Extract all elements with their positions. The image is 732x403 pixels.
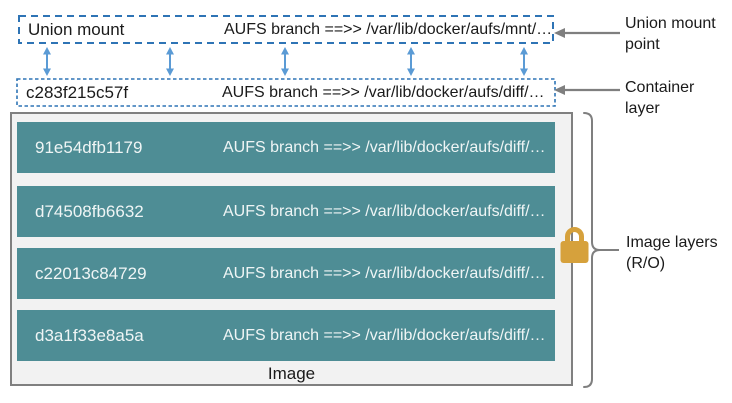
image-layer-row: c22013c84729 AUFS branch ==>> /var/lib/d… <box>17 248 555 299</box>
left-arrow-icon <box>554 85 620 95</box>
union-mount-label: Union mount <box>28 19 125 39</box>
image-layers-label: Image layers (R/O) <box>626 234 718 272</box>
layer-branch-path: AUFS branch ==>> /var/lib/docker/aufs/di… <box>223 326 546 344</box>
image-layer-row: d74508fb6632 AUFS branch ==>> /var/lib/d… <box>17 186 555 237</box>
union-mount-box: Union mount AUFS branch ==>> /var/lib/do… <box>18 15 554 44</box>
layer-id: c22013c84729 <box>35 263 147 283</box>
layer-id: d74508fb6632 <box>35 201 144 221</box>
up-down-arrow-icon <box>43 47 51 76</box>
layer-branch-path: AUFS branch ==>> /var/lib/docker/aufs/di… <box>223 138 546 156</box>
up-down-arrow-icon <box>407 47 415 76</box>
container-layer-label: Container layer <box>625 79 695 117</box>
layer-id: d3a1f33e8a5a <box>35 325 144 345</box>
right-curly-brace <box>583 112 619 388</box>
container-branch-path: AUFS branch ==>> /var/lib/docker/aufs/di… <box>222 83 545 101</box>
union-mount-point-label: Union mount point <box>625 15 716 53</box>
image-layer-row: d3a1f33e8a5a AUFS branch ==>> /var/lib/d… <box>17 310 555 361</box>
left-arrow-icon <box>554 28 620 38</box>
lock-icon <box>560 227 589 263</box>
container-layer-id: c283f215c57f <box>26 82 129 102</box>
up-down-arrow-icon <box>281 47 289 76</box>
union-mount-branch-path: AUFS branch ==>> /var/lib/docker/aufs/mn… <box>224 20 553 38</box>
container-layer-box: c283f215c57f AUFS branch ==>> /var/lib/d… <box>16 78 556 107</box>
up-down-arrow-icon <box>520 47 528 76</box>
image-layer-row: 91e54dfb1179 AUFS branch ==>> /var/lib/d… <box>17 122 555 173</box>
image-caption: Image <box>267 364 316 383</box>
dashed-border <box>18 15 554 44</box>
dashed-border <box>16 78 556 107</box>
layer-branch-path: AUFS branch ==>> /var/lib/docker/aufs/di… <box>223 264 546 282</box>
layer-id: 91e54dfb1179 <box>35 137 143 157</box>
up-down-arrow-icon <box>166 47 174 76</box>
image-box: 91e54dfb1179 AUFS branch ==>> /var/lib/d… <box>10 112 573 386</box>
layer-branch-path: AUFS branch ==>> /var/lib/docker/aufs/di… <box>223 202 546 220</box>
